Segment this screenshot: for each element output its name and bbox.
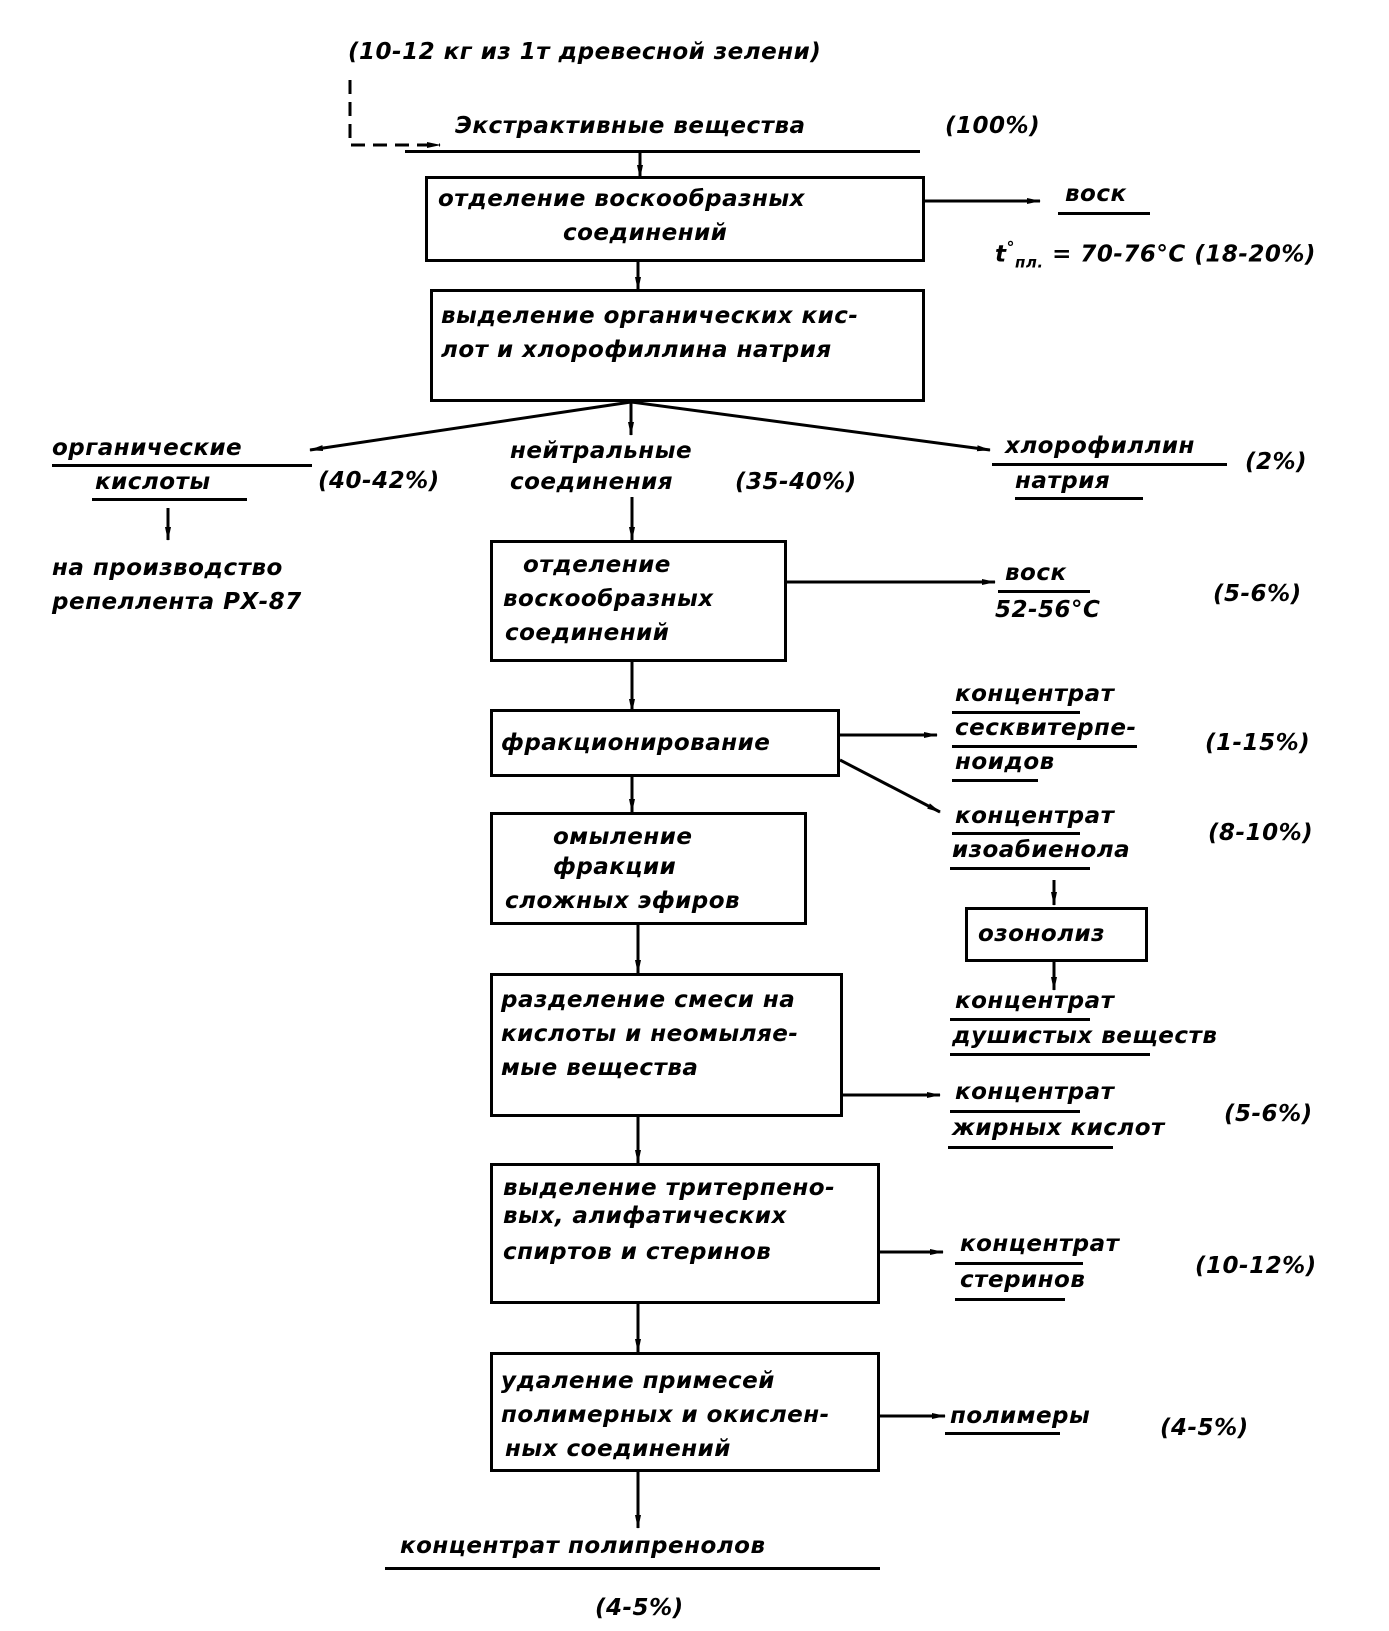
step-5-line-2: фракции [553,854,677,880]
step-3-line-1: отделение [523,552,671,578]
fatty-acids-underline-1 [950,1110,1080,1113]
start-label: Экстрактивные вещества [455,113,806,139]
step-1-line-2: соединений [563,220,728,246]
step-box-5: омыление фракции сложных эфиров [490,812,807,925]
fragrance-underline-1 [950,1018,1090,1021]
fatty-acids-pct: (5-6%) [1224,1101,1313,1127]
wax1-t: t [995,241,1007,268]
step-9-line-1: озонолиз [978,921,1105,947]
isoabienol-underline-2 [950,867,1090,870]
fragrance-line-2: душистых веществ [952,1023,1218,1049]
fragrance-underline-2 [950,1053,1150,1056]
polymers-pct: (4-5%) [1160,1415,1249,1441]
chlorophyllin-line-2: натрия [1015,468,1111,494]
sesqui-line-1: концентрат [955,681,1115,707]
step-box-2: выделение органических кис- лот и хлороф… [430,289,925,402]
step-box-7: выделение тритерпено- вых, алифатических… [490,1163,880,1304]
fatty-acids-line-2: жирных кислот [952,1115,1165,1141]
chlorophyllin-underline-2 [1015,497,1143,500]
wax2-line-2: 52-56°C [995,597,1101,623]
wax1-sub: пл. [1015,253,1044,272]
final-underline [385,1567,880,1570]
step-8-line-1: удаление примесей [501,1368,775,1394]
step-3-line-2: воскообразных [503,586,714,612]
isoabienol-line-2: изоабиенола [952,837,1131,863]
wax1-note: t°пл. = 70-76°C (18-20%) [995,232,1316,278]
arrow-s2-chlorophyllin [630,400,991,452]
step-box-8: удаление примесей полимерных и окислен- … [490,1352,880,1472]
neutral-line-2: соединения [510,469,673,495]
org-acids-line-2: кислоты [95,469,211,495]
sterols-line-1: концентрат [960,1231,1120,1257]
sesqui-line-3: ноидов [955,749,1055,775]
wax2-pct: (5-6%) [1213,581,1302,607]
org-acids-line-1: органические [52,435,243,461]
step-7-line-3: спиртов и стеринов [503,1239,772,1265]
isoabienol-underline-1 [952,832,1080,835]
sesqui-pct: (1-15%) [1205,730,1311,756]
step-7-line-2: вых, алифатических [503,1203,787,1229]
step-3-line-3: соединений [505,620,670,646]
sterols-line-2: стеринов [960,1267,1086,1293]
step-4-line-1: фракционирование [501,730,771,756]
isoabienol-pct: (8-10%) [1208,820,1314,846]
sterols-pct: (10-12%) [1195,1253,1317,1279]
isoabienol-line-1: концентрат [955,803,1115,829]
step-8-line-3: ных соединений [505,1436,731,1462]
sesqui-underline-3 [952,779,1038,782]
sesqui-line-2: сесквитерпе- [955,715,1137,741]
step-box-4: фракционирование [490,709,840,777]
polymers-underline [945,1432,1060,1435]
step-2-line-1: выделение органических кис- [441,303,859,329]
neutral-line-1: нейтральные [510,438,693,464]
step-5-line-1: омыление [553,824,693,850]
arrow-s2-orgacids [309,400,632,452]
source-note: (10-12 кг из 1т древесной зелени) [348,39,822,65]
step-box-ozonolysis: озонолиз [965,907,1148,962]
fragrance-line-1: концентрат [955,988,1115,1014]
wax1-deg: ° [1006,238,1015,257]
final-label: концентрат полипренолов [400,1533,766,1559]
step-box-3: отделение воскообразных соединений [490,540,787,662]
step-2-line-2: лот и хлорофиллина натрия [441,337,832,363]
final-pct: (4-5%) [595,1595,684,1621]
sesqui-underline-1 [952,711,1080,714]
org-acids-pct: (40-42%) [318,468,440,494]
step-5-line-3: сложных эфиров [505,888,741,914]
step-6-line-3: мые вещества [501,1055,699,1081]
wax1-label: воск [1065,181,1127,207]
org-acids-use-line-2: репеллента РХ-87 [52,589,302,615]
chlorophyllin-underline-1 [992,463,1227,466]
polymers-label: полимеры [950,1403,1091,1429]
arrow-s4-isoabienol [839,758,941,814]
step-box-6: разделение смеси на кислоты и неомыляе- … [490,973,843,1117]
step-8-line-2: полимерных и окислен- [501,1402,830,1428]
dashed-feed-arrow [348,80,441,148]
sterols-underline-1 [955,1262,1083,1265]
fatty-acids-underline-2 [948,1146,1113,1149]
org-acids-underline-1 [52,464,312,467]
chlorophyllin-line-1: хлорофиллин [1005,433,1195,459]
step-1-line-1: отделение воскообразных [438,186,806,212]
sterols-underline-2 [955,1298,1065,1301]
wax2-underline [998,590,1090,593]
wax1-rest: = 70-76°C (18-20%) [1052,241,1316,268]
chlorophyllin-pct: (2%) [1245,449,1308,475]
org-acids-use-line-1: на производство [52,555,283,581]
step-6-line-2: кислоты и неомыляе- [501,1021,799,1047]
step-box-1: отделение воскообразных соединений [425,176,925,262]
sesqui-underline-2 [952,745,1137,748]
step-6-line-1: разделение смеси на [501,987,796,1013]
org-acids-underline-2 [92,498,247,501]
neutral-pct: (35-40%) [735,469,857,495]
start-underline [405,150,920,153]
fatty-acids-line-1: концентрат [955,1079,1115,1105]
start-pct: (100%) [945,113,1041,139]
wax1-underline [1058,212,1150,215]
step-7-line-1: выделение тритерпено- [503,1175,836,1201]
wax2-line-1: воск [1005,560,1067,586]
